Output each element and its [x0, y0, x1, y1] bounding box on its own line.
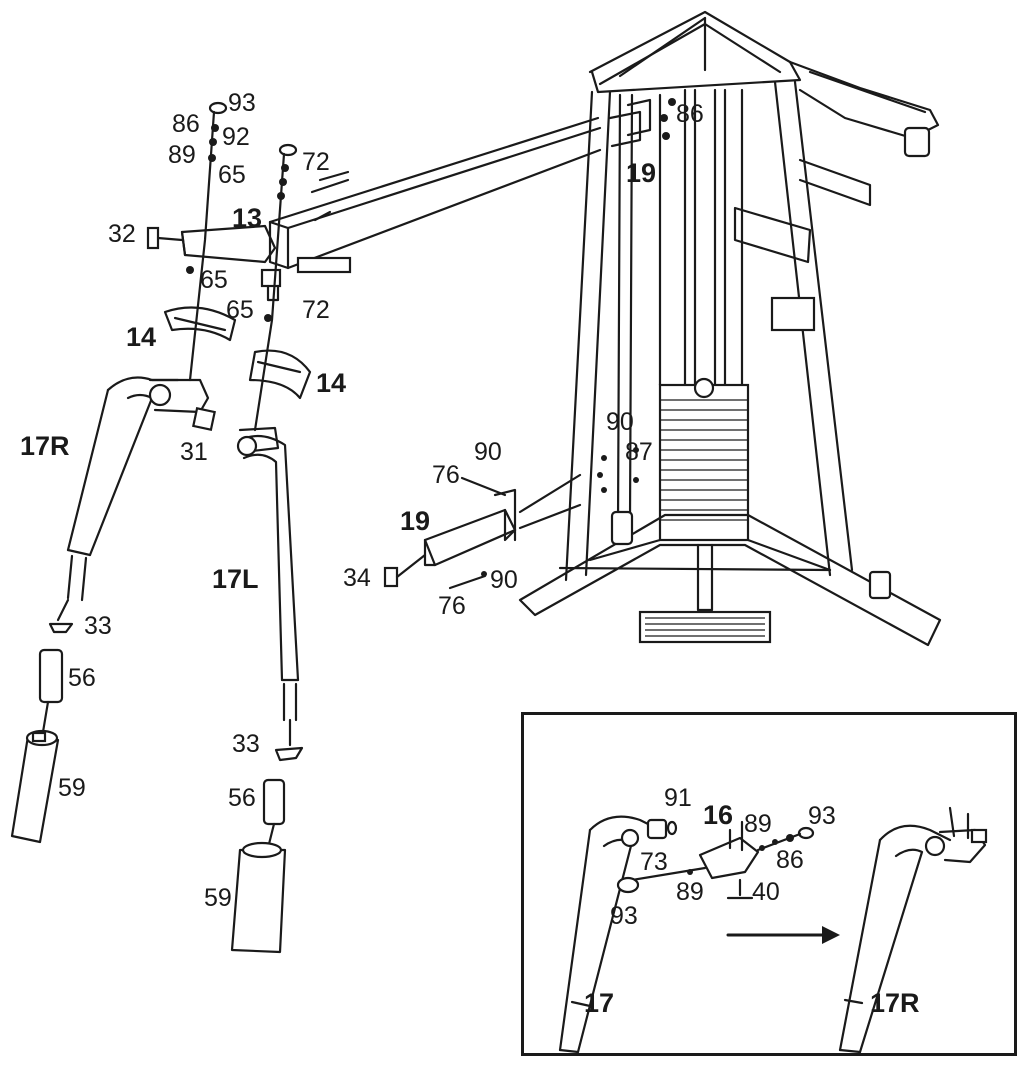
label-13: 13	[232, 203, 263, 233]
label-14: 14	[126, 322, 157, 352]
arm-17R	[10, 376, 216, 844]
inset-label-40: 40	[752, 878, 780, 906]
label-65: 65	[226, 296, 254, 324]
label-76: 76	[432, 461, 460, 489]
label-89: 89	[168, 141, 196, 169]
label-92: 92	[222, 123, 250, 151]
inset-label-93: 93	[808, 802, 836, 830]
label-90: 90	[474, 438, 502, 466]
part-19-bracket	[383, 447, 639, 590]
inset-label-93: 93	[610, 902, 638, 930]
inset-label-86: 86	[776, 846, 804, 874]
label-90: 90	[490, 566, 518, 594]
label-17L: 17L	[212, 564, 259, 594]
label-93: 93	[228, 89, 256, 117]
arm-17L	[230, 426, 304, 954]
inset-label-17: 17	[584, 988, 615, 1018]
label-86: 86	[676, 100, 704, 128]
label-87: 87	[625, 438, 653, 466]
label-19: 19	[626, 158, 657, 188]
main-frame	[518, 10, 942, 647]
label-14: 14	[316, 368, 347, 398]
label-17R: 17R	[20, 431, 70, 461]
label-65: 65	[200, 266, 228, 294]
hardware-stacks	[186, 101, 352, 432]
inset-label-89: 89	[744, 810, 772, 838]
inset-label-91: 91	[664, 784, 692, 812]
detail-inset-frame	[521, 712, 1017, 1056]
inset-label-89: 89	[676, 878, 704, 906]
label-59: 59	[204, 884, 232, 912]
label-34: 34	[343, 564, 371, 592]
label-59: 59	[58, 774, 86, 802]
part-14-covers	[163, 306, 312, 400]
label-72: 72	[302, 148, 330, 176]
label-19: 19	[400, 506, 431, 536]
inset-label-17R: 17R	[870, 988, 920, 1018]
label-72: 72	[302, 296, 330, 324]
label-33: 33	[84, 612, 112, 640]
label-76: 76	[438, 592, 466, 620]
label-86: 86	[172, 110, 200, 138]
label-33: 33	[232, 730, 260, 758]
inset-label-16: 16	[703, 800, 734, 830]
label-32: 32	[108, 220, 136, 248]
label-65: 65	[218, 161, 246, 189]
label-90: 90	[606, 408, 634, 436]
inset-drawing	[558, 806, 988, 1054]
label-56: 56	[68, 664, 96, 692]
boom-arm	[268, 110, 642, 270]
inset-label-73: 73	[640, 848, 668, 876]
part-19-upper	[626, 98, 676, 140]
label-31: 31	[180, 438, 208, 466]
label-56: 56	[228, 784, 256, 812]
